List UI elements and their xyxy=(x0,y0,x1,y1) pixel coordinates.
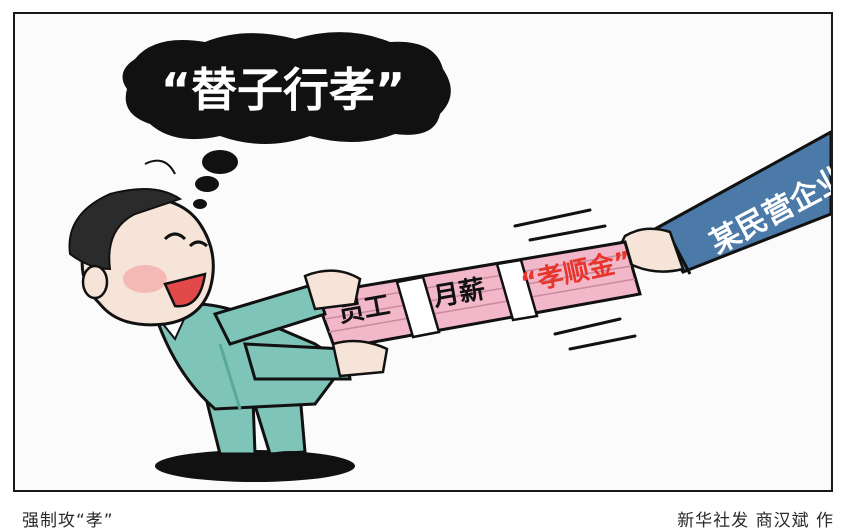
man-figure xyxy=(68,188,389,471)
ink-mark xyxy=(144,159,176,175)
caption-right: 新华社发 商汉斌 作 xyxy=(677,511,834,531)
speech-bubble: “替子行孝” xyxy=(122,32,451,209)
motion-lines xyxy=(513,208,637,351)
speech-title: “替子行孝” xyxy=(161,63,405,117)
cartoon-illustration: “替子行孝” 某民营企业 员工 月薪 “孝顺金 xyxy=(68,32,831,482)
money-bundle: 员工 月薪 “孝顺金” xyxy=(312,240,642,351)
caption-left: 强制攻“孝” xyxy=(22,511,114,531)
cartoon-frame: “替子行孝” 某民营企业 员工 月薪 “孝顺金 xyxy=(13,12,833,492)
enterprise-arm: 某民营企业 xyxy=(617,130,831,275)
